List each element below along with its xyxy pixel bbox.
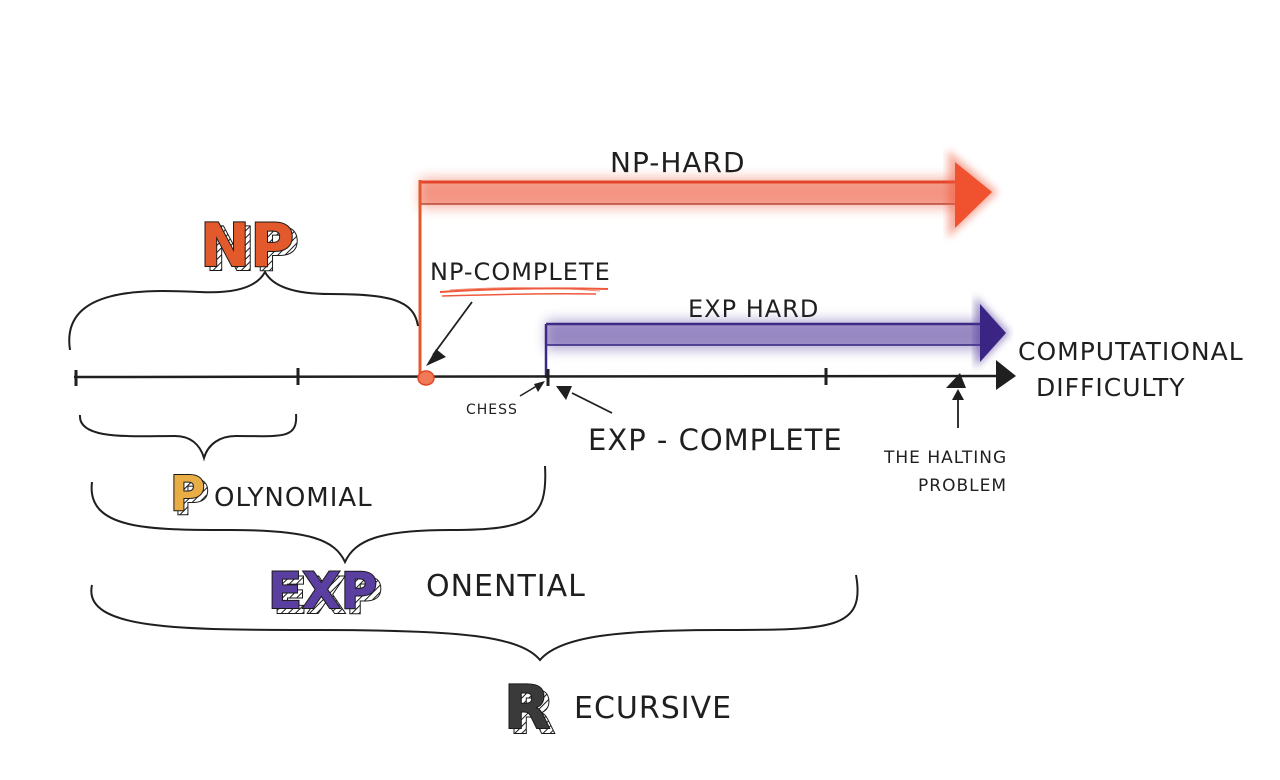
np-hard-label: NP-HARD [610,146,746,179]
exp-initial-shadow: EXP [273,567,382,625]
np-hard-arrow [418,150,998,378]
exp-rest: ONENTIAL [426,569,586,604]
exp-initial: EXP [268,562,377,620]
np-complete-point [417,370,435,386]
halting-point [946,373,966,388]
difficulty-axis [73,360,1016,390]
np-class-label: NP NP [199,210,300,286]
exp-complete-pointer [556,386,613,414]
axis-line [73,374,1001,379]
recursive-brace [90,574,859,662]
exp-hard-arrow [544,296,1010,378]
p-initial: P [170,466,205,522]
halting-pointer-head [952,389,964,400]
np-class-label-shadow: NP [205,215,299,285]
r-initial: R [504,673,550,743]
p-rest: OLYNOMIAL [214,483,373,513]
np-complete-underline [439,287,609,297]
axis-label-line2: DIFFICULTY [1036,373,1186,402]
halting-label-line1: THE HALTING [883,448,1007,468]
np-complete-pointer [426,301,473,366]
r-initial-shadow: R [509,678,555,748]
exp-complete-label: EXP - COMPLETE [588,423,843,457]
halting-label-line2: PROBLEM [918,476,1007,496]
axis-label-line1: COMPUTATIONAL [1018,337,1244,366]
chess-label: CHESS [466,402,518,418]
np-complete-label: NP-COMPLETE [430,258,611,286]
np-hard-arrowhead [955,162,992,228]
polynomial-label: P P OLYNOMIAL [169,465,373,527]
exponential-brace [90,465,547,565]
np-hard-arrow-band [420,182,960,204]
exponential-label: EXP EXP ONENTIAL [267,561,586,626]
exp-hard-label: EXP HARD [688,295,819,323]
np-class-label-text: NP [200,211,294,281]
p-initial-shadow: P [174,470,209,526]
polynomial-brace [78,413,298,462]
exp-hard-arrowhead [980,304,1006,362]
r-rest: ECURSIVE [574,691,732,726]
chess-pointer [519,381,545,397]
recursive-label: R R ECURSIVE [503,672,732,749]
np-brace [68,269,419,351]
exp-hard-arrow-band [546,325,986,345]
axis-arrowhead [996,360,1016,390]
